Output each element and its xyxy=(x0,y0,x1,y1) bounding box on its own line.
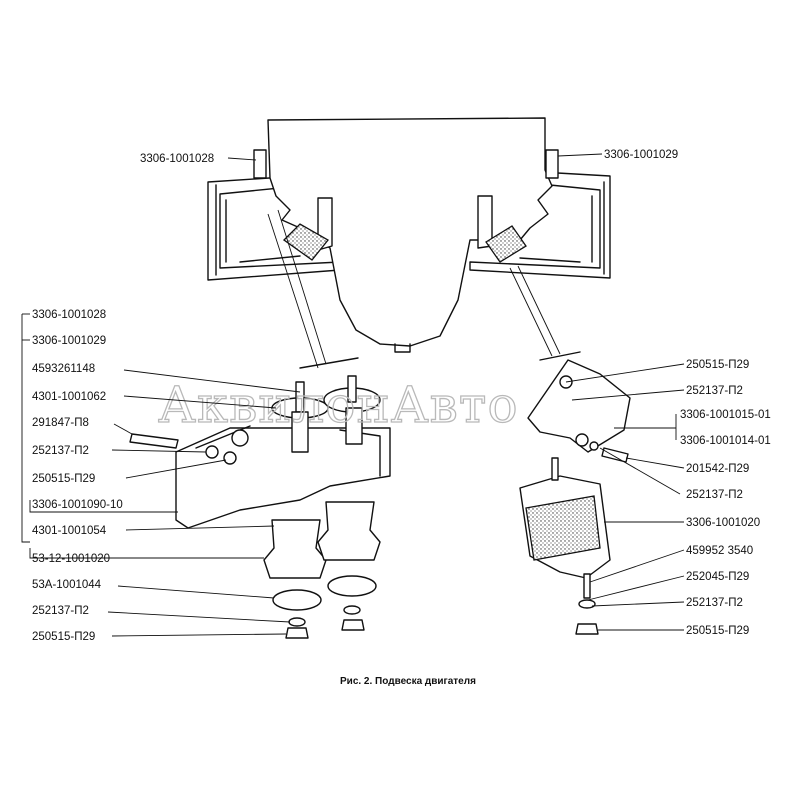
label-left: 3306-1001028 xyxy=(32,309,106,321)
label-top-left: 3306-1001028 xyxy=(140,153,214,165)
label-right: 250515-П29 xyxy=(686,359,749,371)
label-left: 252137-П2 xyxy=(32,445,89,457)
label-left: 53-12-1001020 xyxy=(32,553,110,565)
label-right: 252137-П2 xyxy=(686,385,743,397)
label-left: 4301-1001062 xyxy=(32,391,106,403)
label-right: 3306-1001015-01 xyxy=(680,409,771,421)
label-left: 53А-1001044 xyxy=(32,579,102,591)
label-right: 250515-П29 xyxy=(686,625,749,637)
figure-caption: Рис. 2. Подвеска двигателя xyxy=(340,676,476,687)
engine-block-drawing xyxy=(207,117,611,369)
label-left: 3306-1001029 xyxy=(32,335,106,347)
label-left: 4593261148 xyxy=(32,363,95,375)
label-left: 252137-П2 xyxy=(32,605,89,617)
label-left: 250515-П29 xyxy=(32,473,95,485)
label-right: 252137-П2 xyxy=(686,597,743,609)
watermark-text: АквилонАвто xyxy=(158,376,519,434)
label-right: 201542-П29 xyxy=(686,463,749,475)
leader-lines xyxy=(21,153,685,637)
label-top-right: 3306-1001029 xyxy=(604,149,678,161)
label-right: 3306-1001020 xyxy=(686,517,760,529)
label-left: 3306-1001090-10 xyxy=(32,499,123,511)
label-right: 252045-П29 xyxy=(686,571,749,583)
part-labels: 3306-1001028 3306-1001029 3306-1001028 3… xyxy=(32,149,771,643)
label-left: 291847-П8 xyxy=(32,417,89,429)
label-left: 250515-П29 xyxy=(32,631,95,643)
left-mount-assembly xyxy=(129,375,391,639)
label-right: 3306-1001014-01 xyxy=(680,435,771,447)
label-right: 252137-П2 xyxy=(686,489,743,501)
label-left: 4301-1001054 xyxy=(32,525,107,537)
right-mount-assembly xyxy=(519,359,631,635)
label-right: 459952 3540 xyxy=(686,545,753,557)
